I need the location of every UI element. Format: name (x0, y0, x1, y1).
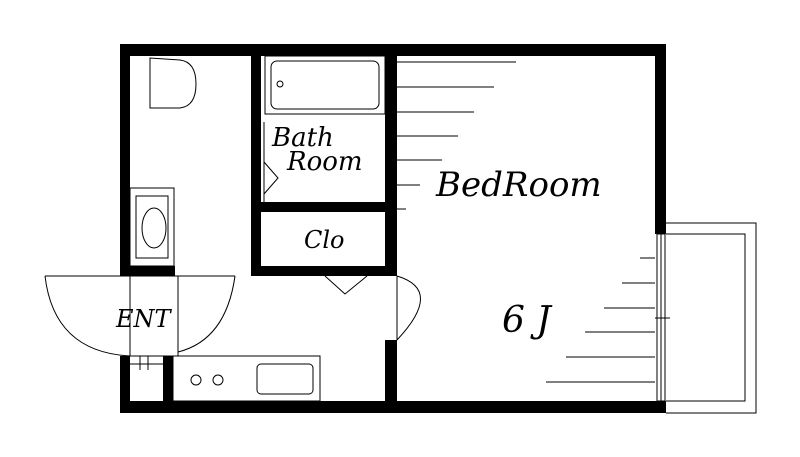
wall-bath-bed-lower (385, 340, 397, 413)
entrance-label: ENT (115, 305, 173, 333)
bath-door (263, 122, 279, 202)
wall-toilet-ent (120, 266, 175, 276)
kitchen-counter (172, 355, 321, 402)
bedroom-upper-shelf (397, 61, 516, 210)
wall-right-lower (655, 401, 666, 413)
wall-bath-bed-upper (385, 44, 397, 276)
wall-toilet-bath (251, 44, 261, 276)
bath-label-line1: Bath (271, 123, 334, 153)
entrance-door (44, 275, 236, 370)
bedroom-size-label: 6 J (502, 300, 553, 341)
washbasin-fixture (129, 187, 175, 267)
wall-left-upper (120, 44, 130, 276)
bathtub-fixture (264, 55, 386, 115)
wall-left-lower (120, 356, 130, 413)
bath-label-line2: Room (286, 147, 363, 177)
toilet-fixture (149, 57, 197, 109)
bedroom-door (396, 275, 421, 341)
closet-label: Clo (304, 226, 345, 254)
bedroom-lower-shelf (546, 257, 655, 383)
closet-door (324, 275, 368, 295)
wall-closet-hall (251, 266, 397, 276)
balcony (655, 222, 757, 414)
bedroom-label: BedRoom (435, 165, 602, 205)
wall-bath-closet (251, 202, 397, 212)
wall-right-upper (655, 44, 666, 234)
wall-kitchen-ent (163, 356, 173, 413)
walls (120, 44, 666, 413)
